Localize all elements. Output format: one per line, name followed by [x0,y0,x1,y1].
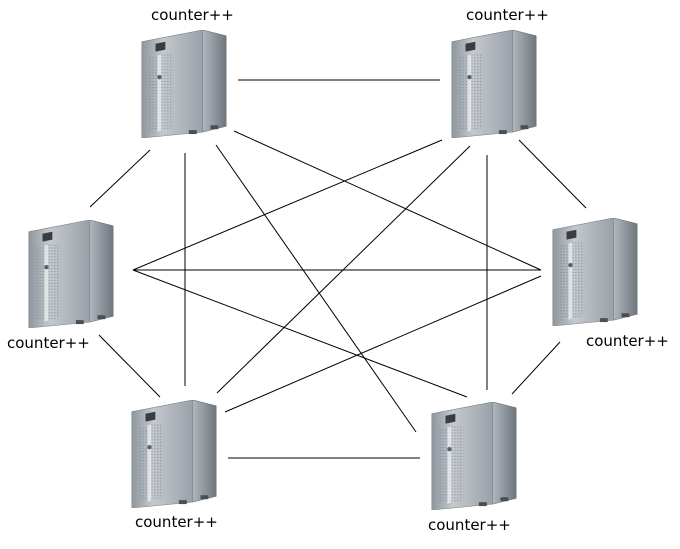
server-3 [28,220,114,328]
server-tower-icon [451,30,537,138]
server-4 [552,218,638,326]
server-3-label: counter++ [7,334,90,352]
server-6 [431,402,517,510]
connection-line [215,144,417,433]
server-1 [141,30,227,138]
connection-line [89,149,151,208]
server-6-label: counter++ [428,516,511,534]
server-5 [131,400,217,508]
connection-line [518,139,587,209]
server-tower-icon [131,400,217,508]
server-tower-icon [141,30,227,138]
connection-line [132,269,468,398]
connection-line [511,341,561,395]
connection-line [98,334,161,398]
connection-line [224,275,542,413]
server-tower-icon [28,220,114,328]
server-2 [451,30,537,138]
connection-lines [89,79,587,459]
connection-line [233,130,542,271]
server-tower-icon [431,402,517,510]
server-1-label: counter++ [151,6,234,24]
server-tower-icon [552,218,638,326]
server-4-label: counter++ [586,332,669,350]
server-5-label: counter++ [135,513,218,531]
connection-line [132,139,443,271]
server-2-label: counter++ [466,6,549,24]
